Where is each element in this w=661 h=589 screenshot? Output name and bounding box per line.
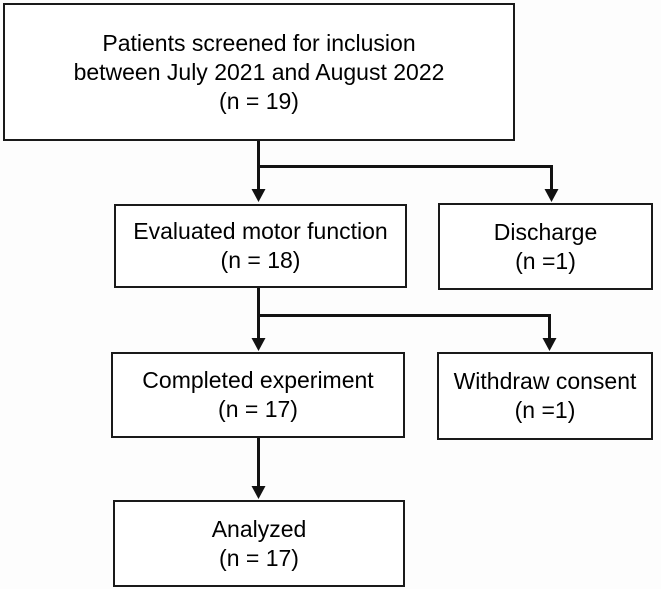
box-patients-screened-line1: Patients screened for inclusion [102, 29, 416, 56]
box-analyzed-line1: Analyzed [211, 515, 307, 542]
box-withdraw-consent-line1: Withdraw consent [453, 368, 637, 394]
box-withdraw-consent-count: (n =1) [514, 397, 576, 423]
connector-evaluated-to-withdraw [258, 314, 551, 339]
box-evaluated-motor-function-line1: Evaluated motor function [133, 218, 388, 244]
arrow-down-icon [251, 486, 266, 499]
arrow-down-icon [251, 189, 266, 202]
box-discharge-count: (n =1) [515, 247, 576, 274]
arrow-down-icon [544, 189, 559, 202]
box-analyzed-count: (n = 17) [219, 544, 299, 571]
box-withdraw-consent: Withdraw consent (n =1) [437, 352, 653, 440]
box-evaluated-motor-function-count: (n = 18) [220, 247, 301, 273]
box-patients-screened: Patients screened for inclusion between … [3, 3, 515, 141]
box-evaluated-motor-function: Evaluated motor function (n = 18) [114, 204, 407, 288]
connector-screened-to-discharge [258, 165, 553, 190]
box-completed-experiment: Completed experiment (n = 17) [111, 352, 405, 438]
box-patients-screened-count: (n = 19) [219, 87, 299, 114]
arrow-down-icon [251, 338, 266, 351]
box-patients-screened-line2: between July 2021 and August 2022 [73, 58, 445, 85]
box-discharge: Discharge (n =1) [438, 203, 653, 290]
box-completed-experiment-count: (n = 17) [218, 396, 298, 422]
box-discharge-line1: Discharge [493, 218, 598, 245]
arrow-down-icon [542, 338, 557, 351]
box-completed-experiment-line1: Completed experiment [142, 367, 374, 393]
box-analyzed: Analyzed (n = 17) [113, 500, 405, 587]
